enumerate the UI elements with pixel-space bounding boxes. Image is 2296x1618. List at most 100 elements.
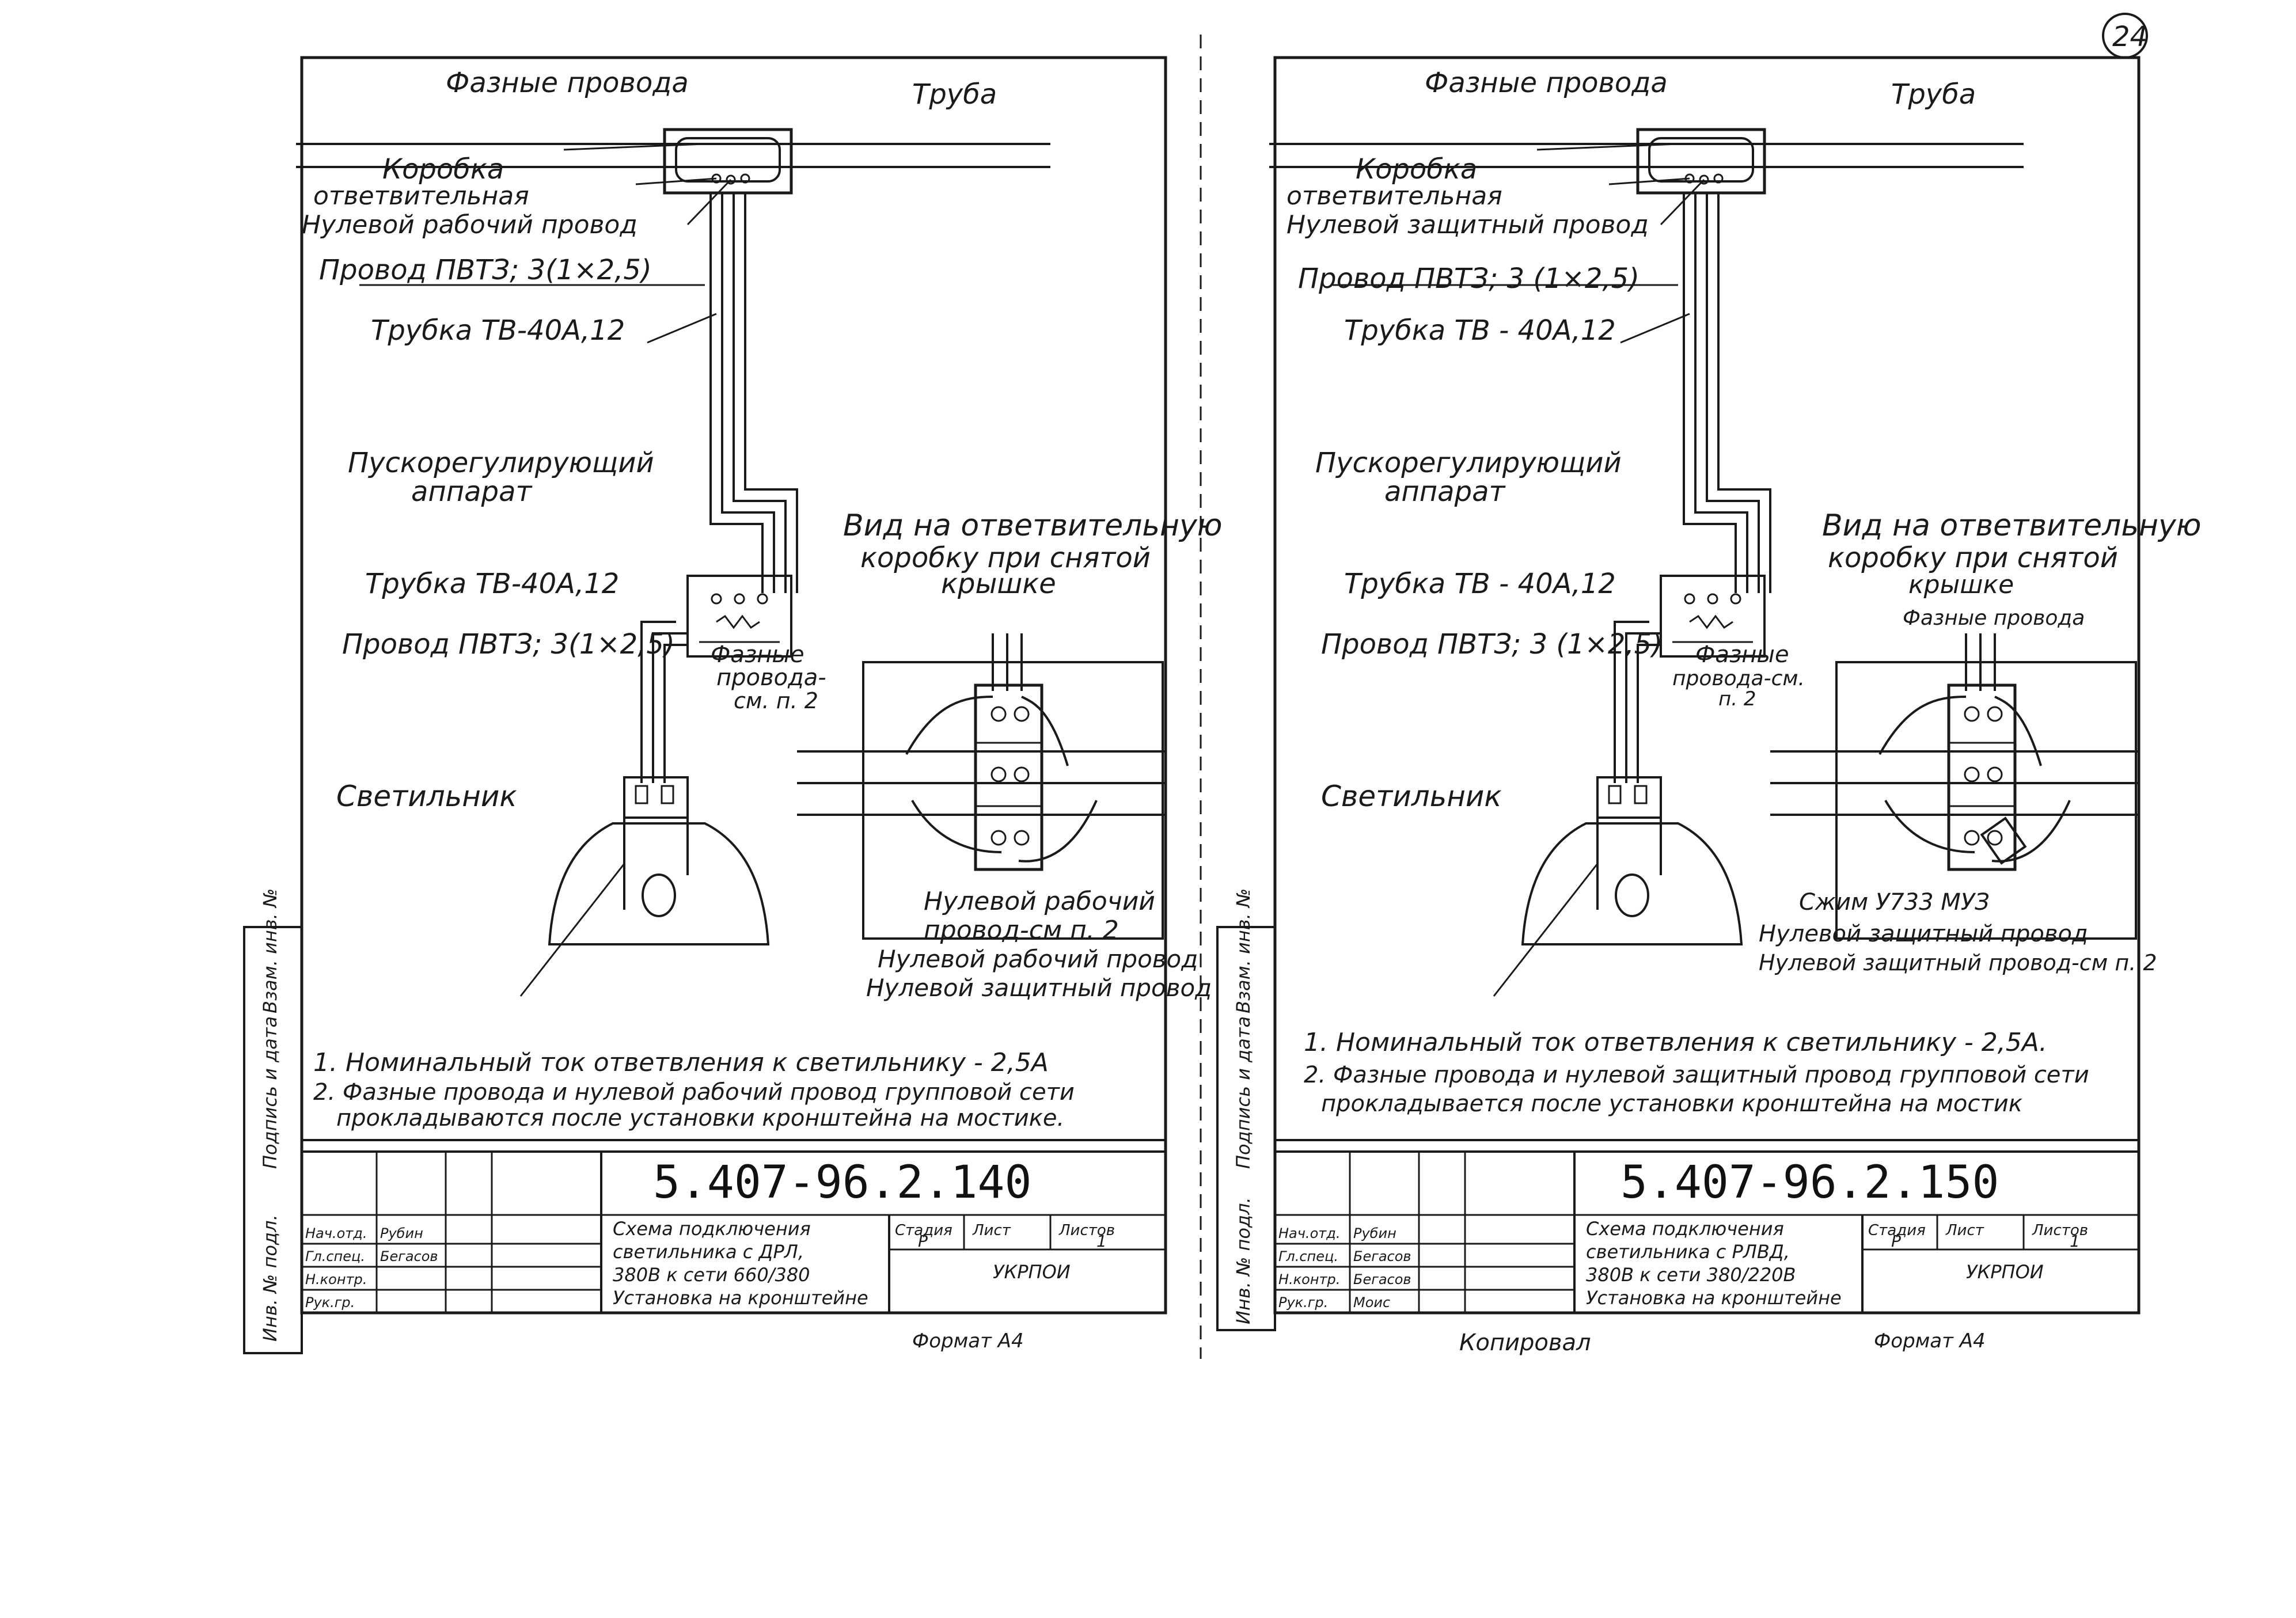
- title-line-2: светильника с РЛВД,: [1586, 1241, 1790, 1263]
- inset-phase-label-line2: провода-см.: [1672, 667, 1805, 690]
- note-3: прокладывается после установки кронштейн…: [1321, 1091, 2022, 1117]
- inset-extra-label: Фазные провода: [1903, 606, 2085, 630]
- org-name: УКРПОИ: [1966, 1261, 2044, 1283]
- box-label-line1: Коробка: [1356, 153, 1477, 185]
- stage-value: Р: [1891, 1232, 1901, 1251]
- stamp-replace-inv: Взам. инв. №: [259, 888, 281, 1013]
- format-label: Формат А4: [912, 1330, 1024, 1353]
- side-stamp-right: Взам. инв. № Подпись и дата Инв. № подл.: [1216, 888, 1276, 1331]
- view-label-line1: Вид на ответвительную: [1822, 508, 2202, 543]
- luminaire-label: Светильник: [336, 780, 517, 813]
- title-line-2: светильника с ДРЛ,: [613, 1241, 804, 1263]
- phase-wires-label: Фазные провода: [446, 67, 689, 99]
- box-label-line2: ответвительная: [1286, 181, 1502, 211]
- wire-pvt-label: Провод ПВТЗ; 3(1×2,5): [319, 254, 652, 286]
- title-line-1: Схема подключения: [613, 1218, 811, 1240]
- view-label-line2: коробку при снятой: [860, 542, 1151, 574]
- stage-value: Р: [918, 1232, 928, 1251]
- ballast-label-line1: Пускорегулирующий: [1315, 447, 1622, 479]
- copied-label: Копировал: [1459, 1330, 1591, 1356]
- title-line-3: 380В к сети 380/220В: [1586, 1264, 1796, 1286]
- signer-role-1: Нач.отд.: [1278, 1225, 1340, 1241]
- inset-phase-label-line3: п. 2: [1718, 688, 1756, 711]
- inset-label-2: провод-см п. 2: [924, 916, 1119, 945]
- inset-phase-label-line1: Фазные: [711, 641, 804, 668]
- page-number-circle: [2102, 13, 2148, 59]
- format-label: Формат А4: [1874, 1330, 1986, 1353]
- inset-phase-label-line3: см. п. 2: [734, 688, 818, 713]
- title-line-1: Схема подключения: [1586, 1218, 1784, 1240]
- signer-role-2: Гл.спец.: [305, 1248, 365, 1264]
- signer-role-3: Н.контр.: [305, 1271, 367, 1287]
- wire-pvt-label: Провод ПВТЗ; 3 (1×2,5): [1298, 263, 1640, 295]
- signer-name-3: Бегасов: [1353, 1271, 1411, 1287]
- inset-label-3: Нулевой рабочий провод: [878, 945, 1198, 973]
- inset-label-1: Сжим У733 МУЗ: [1799, 889, 1990, 916]
- inset-label-1: Нулевой рабочий: [924, 887, 1155, 916]
- sheet-header: Лист: [972, 1222, 1011, 1239]
- note-3: прокладываются после установки кронштейн…: [336, 1105, 1064, 1131]
- sheets-header: Листов: [2032, 1222, 2088, 1239]
- stamp-replace-inv: Взам. инв. №: [1232, 888, 1254, 1013]
- stamp-inv-original: Инв. № подл.: [259, 1214, 281, 1342]
- sheets-header: Листов: [1058, 1222, 1115, 1239]
- signer-name-2: Бегасов: [1353, 1248, 1411, 1264]
- stage-header: Стадия: [895, 1222, 952, 1239]
- view-label-line2: коробку при снятой: [1828, 542, 2118, 574]
- wire-lower-label: Провод ПВТЗ; 3 (1×2,5): [1321, 628, 1663, 660]
- note-1: 1. Номинальный ток ответвления к светиль…: [1304, 1028, 2047, 1057]
- sheet-header: Лист: [1945, 1222, 1984, 1239]
- tube-upper-label: Трубка ТВ - 40А,12: [1344, 314, 1616, 347]
- title-line-4: Установка на кронштейне: [1586, 1287, 1842, 1309]
- view-label-line3: крышке: [1908, 570, 2014, 599]
- signer-role-3: Н.контр.: [1278, 1271, 1340, 1287]
- org-name: УКРПОИ: [993, 1261, 1071, 1283]
- stamp-inv-original: Инв. № подл.: [1232, 1197, 1254, 1324]
- wire-in-box-label: Нулевой рабочий провод: [302, 210, 637, 240]
- signer-role-1: Нач.отд.: [305, 1225, 367, 1241]
- signer-role-2: Гл.спец.: [1278, 1248, 1338, 1264]
- signer-role-4: Рук.гр.: [305, 1294, 355, 1311]
- sheets-value: 1: [1096, 1232, 1107, 1251]
- title-line-3: 380В к сети 660/380: [613, 1264, 810, 1286]
- stamp-sign-date: Подпись и дата: [1232, 1016, 1254, 1169]
- box-label-line2: ответвительная: [313, 181, 529, 211]
- view-label-line1: Вид на ответвительную: [843, 508, 1223, 543]
- ballast-label-line2: аппарат: [1384, 476, 1506, 508]
- inset-phase-label-line2: провода-: [716, 664, 826, 691]
- sheet-1: Фазные провода Труба Коробка ответвитель…: [296, 58, 1223, 1353]
- signer-name-4: Моис: [1353, 1294, 1390, 1311]
- side-stamp-left: Взам. инв. № Подпись и дата Инв. № подл.: [243, 888, 303, 1354]
- signer-role-4: Рук.гр.: [1278, 1294, 1328, 1311]
- sheet-2: Фазные провода Труба Коробка ответвитель…: [1269, 58, 2202, 1356]
- inset-label-3: Нулевой защитный провод-см п. 2: [1759, 950, 2157, 975]
- luminaire-label: Светильник: [1321, 780, 1502, 813]
- inset-label-2: Нулевой защитный провод: [1759, 921, 2088, 947]
- ballast-label-line2: аппарат: [411, 476, 533, 508]
- note-1: 1. Номинальный ток ответвления к светиль…: [313, 1048, 1049, 1077]
- signer-name-1: Рубин: [1353, 1225, 1396, 1241]
- stamp-sign-date: Подпись и дата: [259, 1016, 281, 1169]
- wire-lower-label: Провод ПВТЗ; 3(1×2,5): [342, 628, 675, 660]
- inset-label-4: Нулевой защитный провод: [866, 974, 1212, 1002]
- tube-lower-label: Трубка ТВ-40А,12: [365, 568, 619, 600]
- sheets-value: 1: [2070, 1232, 2080, 1251]
- wire-in-box-label: Нулевой защитный провод: [1286, 210, 1649, 240]
- box-label-line1: Коробка: [382, 153, 504, 185]
- pipe-label: Труба: [912, 78, 997, 111]
- note-2: 2. Фазные провода и нулевой рабочий пров…: [313, 1079, 1075, 1106]
- clamp-u733-symbol: [1980, 816, 2027, 865]
- doc-number: 5.407-96.2.140: [653, 1157, 1031, 1209]
- title-line-4: Установка на кронштейне: [613, 1287, 868, 1309]
- page-number: 24: [2112, 21, 2147, 53]
- doc-number: 5.407-96.2.150: [1621, 1157, 1999, 1209]
- note-2: 2. Фазные провода и нулевой защитный про…: [1304, 1062, 2089, 1088]
- tube-upper-label: Трубка ТВ-40А,12: [371, 314, 625, 347]
- view-label-line3: крышке: [941, 568, 1056, 600]
- pipe-label: Труба: [1891, 78, 1976, 111]
- signer-name-2: Бегасов: [380, 1248, 438, 1264]
- phase-wires-label: Фазные провода: [1425, 67, 1668, 99]
- tube-lower-label: Трубка ТВ - 40А,12: [1344, 568, 1616, 600]
- inset-phase-label-line1: Фазные: [1695, 641, 1789, 668]
